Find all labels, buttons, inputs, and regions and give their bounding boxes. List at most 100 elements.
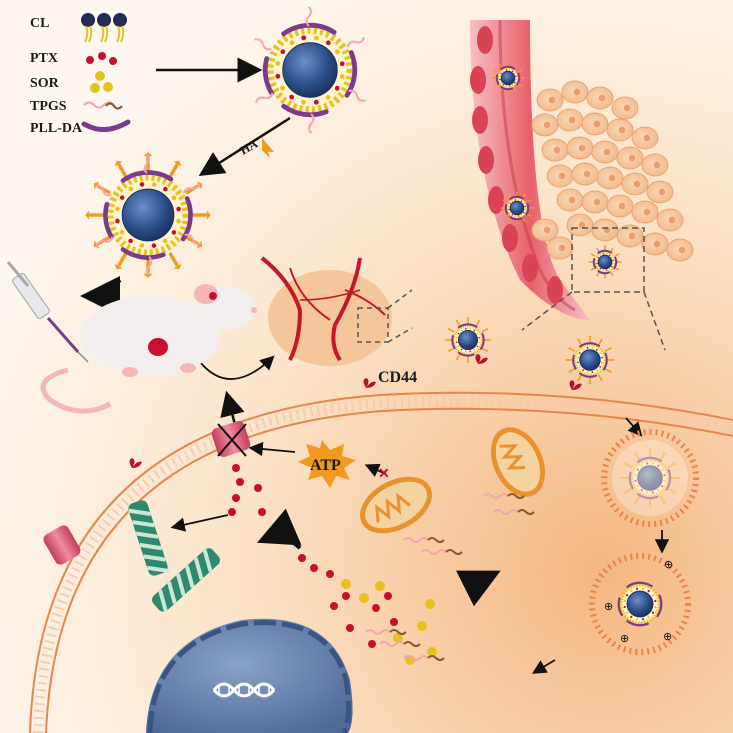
tumor-vasculature bbox=[260, 256, 413, 366]
nanoparticle bbox=[565, 335, 615, 385]
nanoparticle bbox=[491, 61, 525, 95]
endothelial-cell bbox=[502, 224, 518, 252]
membrane-transporter-icon bbox=[43, 525, 81, 565]
paclitaxel-molecule bbox=[330, 602, 338, 610]
paclitaxel-molecule bbox=[254, 484, 262, 492]
endothelial-cell bbox=[470, 66, 486, 94]
sorafenib-molecule bbox=[341, 579, 351, 589]
mitochondrion-2 bbox=[490, 427, 546, 497]
endothelial-cell bbox=[472, 106, 488, 134]
tumor-cell bbox=[596, 166, 624, 190]
tpgs-molecule bbox=[403, 537, 429, 543]
tumor-cell bbox=[571, 162, 599, 186]
nanoparticle bbox=[444, 316, 492, 364]
paclitaxel-molecule bbox=[310, 564, 318, 572]
legend-sor-icon bbox=[90, 71, 113, 93]
nanoparticle bbox=[85, 152, 211, 278]
endosome-1 bbox=[601, 429, 699, 527]
tpgs-molecule bbox=[403, 655, 429, 661]
sorafenib-molecule bbox=[393, 633, 403, 643]
tumor-cell bbox=[546, 164, 574, 188]
tpgs-tail bbox=[445, 549, 463, 555]
tumor-cell bbox=[621, 172, 649, 196]
tumor-cell bbox=[591, 218, 619, 242]
tumor-cell bbox=[641, 153, 669, 177]
legend-pll-da-icon bbox=[81, 119, 131, 132]
nanoparticle bbox=[254, 6, 366, 134]
legend-label-sor: SOR bbox=[30, 76, 60, 91]
svg-text:⊕: ⊕ bbox=[620, 633, 629, 645]
tpgs-tail bbox=[427, 537, 445, 543]
svg-text:⊕: ⊕ bbox=[664, 559, 673, 571]
tumor-cell bbox=[641, 232, 669, 256]
legend-ptx-icon bbox=[86, 52, 117, 65]
tumor-tissue bbox=[470, 26, 694, 304]
tumor-cell bbox=[566, 213, 594, 237]
tpgs-molecule bbox=[483, 493, 509, 499]
tumor-cell bbox=[581, 190, 609, 214]
nanoparticle bbox=[500, 191, 534, 225]
tumor-cell bbox=[606, 194, 634, 218]
endothelial-cell bbox=[477, 26, 493, 54]
zoom-box-tumor bbox=[521, 227, 666, 351]
tumor-cell bbox=[546, 236, 574, 260]
nanoparticle bbox=[617, 581, 663, 627]
mouse-illustration bbox=[40, 284, 257, 414]
tumor-cell bbox=[631, 126, 659, 150]
paclitaxel-molecule bbox=[232, 464, 240, 472]
tumor-cell bbox=[666, 238, 694, 262]
endothelial-cell bbox=[522, 254, 538, 282]
syringe-icon bbox=[6, 261, 89, 363]
tumor-cell bbox=[616, 146, 644, 170]
sorafenib-molecule bbox=[427, 647, 437, 657]
sorafenib-molecule bbox=[359, 593, 369, 603]
svg-text:✕: ✕ bbox=[378, 467, 390, 482]
tumor-cell bbox=[561, 80, 589, 104]
tpgs-molecule bbox=[379, 641, 405, 647]
paclitaxel-molecule bbox=[228, 508, 236, 516]
paclitaxel-molecule bbox=[258, 508, 266, 516]
tumor-cell bbox=[656, 208, 684, 232]
tumor-cell bbox=[556, 188, 584, 212]
tpgs-tail bbox=[389, 629, 407, 635]
paclitaxel-molecule bbox=[326, 570, 334, 578]
svg-text:⊕: ⊕ bbox=[663, 631, 672, 643]
tumor-cell bbox=[531, 113, 559, 137]
microtubule-bundle-icon bbox=[128, 500, 220, 613]
tumor-cell bbox=[531, 218, 559, 242]
tpgs-molecule bbox=[421, 549, 447, 555]
paclitaxel-molecule bbox=[236, 478, 244, 486]
nucleus bbox=[146, 618, 353, 733]
nanoparticle bbox=[588, 245, 622, 279]
sorafenib-molecule bbox=[417, 621, 427, 631]
mitochondrion-1 bbox=[360, 476, 432, 534]
legend-label-pll-da: PLL-DA bbox=[30, 121, 83, 136]
paclitaxel-molecule bbox=[342, 592, 350, 600]
tpgs-tail bbox=[517, 509, 535, 515]
sorafenib-molecule bbox=[425, 599, 435, 609]
legend-label-ptx: PTX bbox=[30, 51, 58, 66]
tumor-cell bbox=[611, 96, 639, 120]
tumor-cell bbox=[616, 224, 644, 248]
tpgs-tail bbox=[403, 641, 421, 647]
paclitaxel-molecule bbox=[390, 618, 398, 626]
tumor-cell bbox=[581, 112, 609, 136]
dna-helix-icon bbox=[212, 682, 276, 698]
cell-membrane bbox=[29, 391, 733, 733]
tumor-cell bbox=[606, 118, 634, 142]
tumor-cell bbox=[566, 136, 594, 160]
svg-text:⊕: ⊕ bbox=[604, 601, 613, 613]
paclitaxel-molecule bbox=[372, 604, 380, 612]
tumor-cell bbox=[556, 108, 584, 132]
tpgs-molecule bbox=[365, 629, 391, 635]
legend-labels: CL PTX SOR TPGS PLL-DA bbox=[30, 16, 83, 136]
paclitaxel-molecule bbox=[368, 640, 376, 648]
tpgs-molecule bbox=[493, 509, 519, 515]
paclitaxel-molecule bbox=[384, 592, 392, 600]
cd44-receptors bbox=[129, 354, 582, 468]
legend-tpgs-icon bbox=[83, 101, 123, 110]
tumor-cell bbox=[536, 88, 564, 112]
tumor-cell bbox=[541, 138, 569, 162]
